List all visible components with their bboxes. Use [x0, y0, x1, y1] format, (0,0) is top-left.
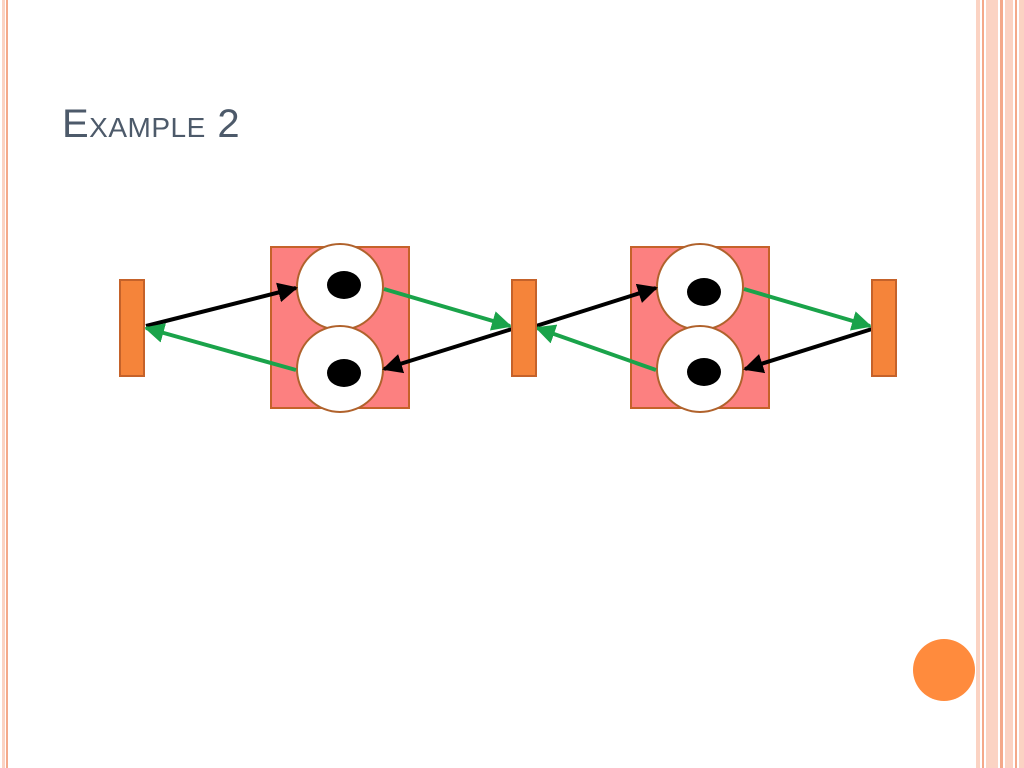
arc-t1-to-p1-top	[145, 282, 298, 328]
slide-title: Example 2	[62, 102, 241, 146]
right-border-stripe	[976, 0, 980, 768]
transition-3	[871, 279, 897, 377]
right-border-stripe	[986, 0, 998, 768]
token-2-top	[687, 278, 721, 306]
right-border-stripe	[1015, 0, 1017, 768]
arc-p1-bottom-to-t1	[144, 323, 297, 372]
arc-t3-to-p2-bottom	[743, 327, 873, 374]
arc-t2-to-p1-bottom	[382, 327, 513, 374]
right-border-stripe	[982, 0, 984, 768]
transition-2	[511, 279, 537, 377]
token-2-bottom	[687, 358, 721, 386]
left-border-stripe	[2, 0, 5, 768]
arc-t2-to-p2-top	[535, 283, 658, 328]
accent-dot	[913, 639, 975, 701]
right-border-stripe	[1019, 0, 1024, 768]
arc-p1-top-to-t2	[383, 287, 512, 331]
right-border-stripe	[1005, 0, 1013, 768]
transition-1	[119, 279, 145, 377]
right-border-decoration	[976, 0, 1024, 768]
token-1-top	[327, 271, 361, 299]
left-border-decoration	[0, 0, 10, 768]
right-border-stripe	[1000, 0, 1003, 768]
token-1-bottom	[327, 359, 361, 387]
arc-p2-bottom-to-t2	[535, 324, 657, 372]
arc-p2-top-to-t3	[743, 287, 872, 331]
left-border-stripe	[6, 0, 8, 768]
